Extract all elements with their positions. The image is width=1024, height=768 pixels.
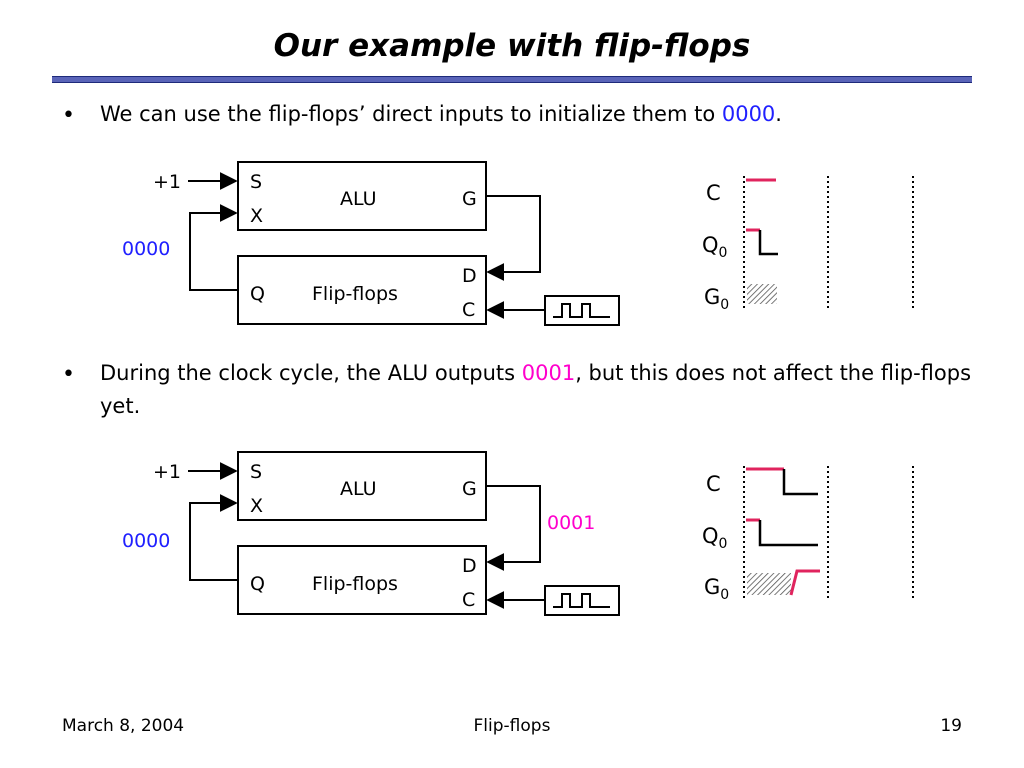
bullet-2-value: 0001 xyxy=(521,361,576,385)
title-rule xyxy=(52,76,972,83)
footer-topic: Flip-flops xyxy=(473,716,551,736)
flip-flops-box xyxy=(237,255,487,325)
alu-x-label: X xyxy=(250,495,263,517)
alu-to-d-wire xyxy=(486,485,541,571)
alu-label: ALU xyxy=(340,478,377,500)
feedback-wire xyxy=(189,494,238,581)
ff-q-label: Q xyxy=(250,283,265,305)
timing-g-label: G0 xyxy=(704,285,729,313)
ff-d-label: D xyxy=(462,265,477,287)
ff-c-label: C xyxy=(462,589,475,611)
alu-g-label: G xyxy=(462,188,477,210)
footer-date: March 8, 2004 xyxy=(62,716,185,736)
slide-title: Our example with flip-flops xyxy=(273,28,751,64)
bullet-2: During the clock cycle, the ALU outputs … xyxy=(100,361,972,418)
q0-waveform-low xyxy=(758,230,778,256)
q0-waveform-low xyxy=(758,520,818,547)
timing-c-label: C xyxy=(706,181,721,205)
feedback-wire xyxy=(189,204,238,291)
alu-x-label: X xyxy=(250,205,263,227)
g0-unknown xyxy=(747,284,777,304)
ff-c-label: C xyxy=(462,299,475,321)
bullet-1: We can use the flip-flops’ direct inputs… xyxy=(100,102,782,126)
timing-q-label: Q0 xyxy=(702,524,727,552)
g0-waveform-high xyxy=(789,569,820,596)
alu-to-d-wire xyxy=(486,195,541,281)
ff-q-label: Q xyxy=(250,573,265,595)
timing-c-label: C xyxy=(706,472,721,496)
clock-waveform-low xyxy=(782,469,818,496)
footer-page-number: 19 xyxy=(940,716,962,736)
diagram-2: S X ALU G Q Flip-flops D C +1 0000 0001 … xyxy=(122,451,914,616)
alu-box xyxy=(237,451,487,521)
alu-g-label: G xyxy=(462,478,477,500)
timing-q-label: Q0 xyxy=(702,233,727,261)
clock-icon xyxy=(544,295,620,326)
alu-s-label: S xyxy=(250,461,262,483)
alu-output-value: 0001 xyxy=(547,512,595,534)
bullet-1-value: 0000 xyxy=(721,102,776,126)
diagram-1: S X ALU G Q Flip-flops D C +1 0000 C Q0 … xyxy=(122,161,914,326)
plus-one-label: +1 xyxy=(153,171,181,193)
flip-flops-label: Flip-flops xyxy=(312,283,398,305)
g0-unknown xyxy=(747,573,791,595)
bullet-marker-1: • xyxy=(62,103,75,128)
alu-label: ALU xyxy=(340,188,377,210)
alu-box xyxy=(237,161,487,231)
flip-flops-label: Flip-flops xyxy=(312,573,398,595)
bullet-marker-2: • xyxy=(62,362,75,387)
feedback-value: 0000 xyxy=(122,530,170,552)
alu-s-label: S xyxy=(250,171,262,193)
timing-g-label: G0 xyxy=(704,575,729,603)
clock-icon xyxy=(544,585,620,616)
flip-flops-box xyxy=(237,545,487,615)
plus-one-label: +1 xyxy=(153,461,181,483)
feedback-value: 0000 xyxy=(122,238,170,260)
ff-d-label: D xyxy=(462,555,477,577)
